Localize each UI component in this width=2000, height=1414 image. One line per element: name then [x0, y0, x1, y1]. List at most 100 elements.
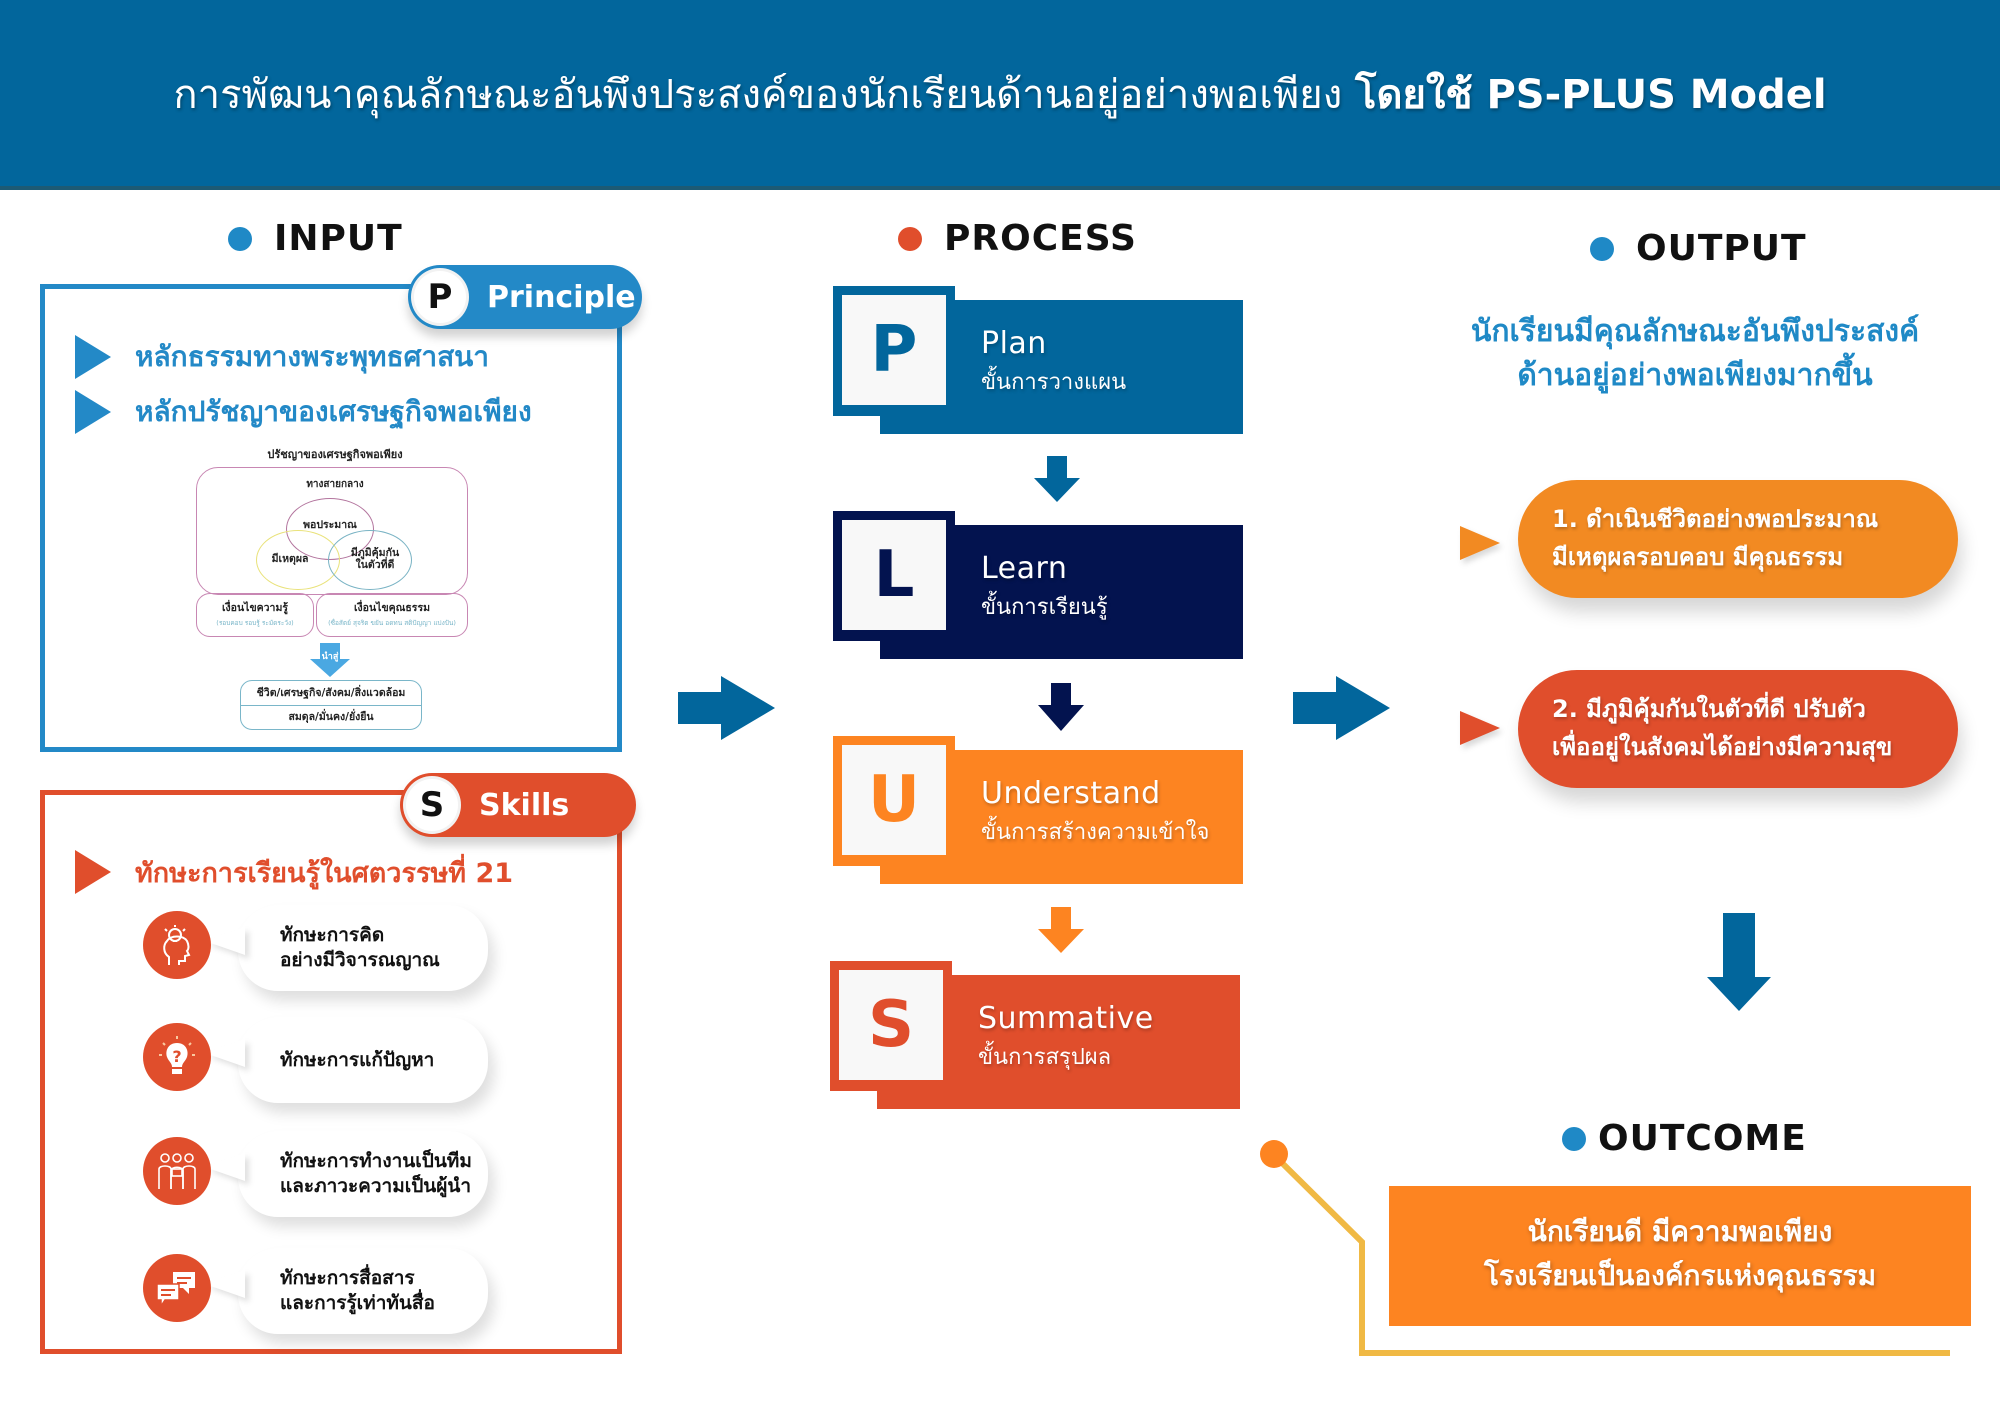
step-name: Understand [981, 776, 1161, 811]
down-arrow-icon [1038, 907, 1084, 953]
skills-headline: ทักษะการเรียนรู้ในศตวรรษที่ 21 [75, 850, 513, 894]
skills-badge-letter: S [403, 776, 461, 834]
process-to-output-arrow-icon [1293, 676, 1390, 740]
result-line1: 2. มีภูมิคุ้มกันในตัวที่ดี ปรับตัว [1552, 695, 1866, 723]
middle-path-frame [196, 467, 468, 595]
down-arrow-icon [1038, 683, 1084, 731]
principle-box [40, 284, 622, 752]
diagram-result-box: ชีวิต/เศรษฐกิจ/สังคม/สิ่งแวดล้อม สมดุล/ม… [240, 680, 422, 730]
skill-label: ทักษะการสื่อสาร และการรู้เท่าทันสื่อ [280, 1248, 435, 1334]
output-result-pointer-icon [1460, 711, 1500, 745]
bullet-dot-icon [898, 226, 922, 251]
condition-title: เงื่อนไขความรู้ [221, 602, 289, 614]
team-icon [143, 1137, 211, 1205]
principle-item-label: หลักปรัชญาของเศรษฐกิจพอเพียง [135, 395, 532, 428]
step-name: Plan [981, 326, 1047, 361]
process-heading: PROCESS [898, 218, 1137, 259]
outcome-line2: โรงเรียนเป็นองค์กรแห่งคุณธรรม [1483, 1259, 1877, 1292]
principle-item-label: หลักธรรมทางพระพุทธศาสนา [135, 340, 490, 373]
bullet-dot-icon [1590, 236, 1614, 261]
skills-headline-label: ทักษะการเรียนรู้ในศตวรรษที่ 21 [135, 857, 514, 889]
result-line1: 1. ดำเนินชีวิตอย่างพอประมาณ [1552, 505, 1879, 533]
process-step-learn: L Learn ขั้นการเรียนรู้ [833, 511, 1243, 661]
skill-label: ทักษะการแก้ปัญหา [280, 1017, 434, 1103]
skill-item: ? ทักษะการแก้ปัญหา [143, 1017, 503, 1103]
output-result-1: 1. ดำเนินชีวิตอย่างพอประมาณ มีเหตุผลรอบค… [1518, 480, 1958, 598]
triangle-bullet-icon [75, 335, 111, 379]
process-step-plan: P Plan ขั้นการวางแผน [833, 286, 1243, 436]
output-heading-label: OUTPUT [1636, 228, 1807, 269]
skills-badge-label: Skills [479, 787, 570, 823]
condition-title: เงื่อนไขคุณธรรม [353, 602, 431, 614]
skill-label-line1: ทักษะการคิด [280, 924, 385, 946]
bubble-pointer [205, 1153, 245, 1181]
triangle-bullet-icon [75, 850, 111, 894]
output-result-2: 2. มีภูมิคุ้มกันในตัวที่ดี ปรับตัว เพื่อ… [1518, 670, 1958, 788]
page-title-thai: การพัฒนาคุณลักษณะอันพึงประสงค์ของนักเรีย… [173, 72, 1343, 118]
page-title: การพัฒนาคุณลักษณะอันพึงประสงค์ของนักเรีย… [0, 62, 2000, 126]
step-thai: ขั้นการวางแผน [981, 370, 1127, 395]
output-description: นักเรียนมีคุณลักษณะอันพึงประสงค์ ด้านอยู… [1410, 310, 1980, 398]
chat-bubbles-icon [143, 1254, 211, 1322]
skill-bubble [238, 1248, 488, 1334]
principle-item: หลักปรัชญาของเศรษฐกิจพอเพียง [75, 390, 532, 434]
leads-to-label: นำสู่ [321, 652, 339, 662]
skill-label: ทักษะการทำงานเป็นทีม และภาวะความเป็นผู้น… [280, 1131, 472, 1217]
step-name: Summative [978, 1001, 1154, 1036]
principle-badge-label: Principle [487, 279, 636, 315]
condition-detail: (ซื่อสัตย์ สุจริต ขยัน อดทน สติปัญญา แบ่… [328, 619, 456, 627]
step-thai: ขั้นการเรียนรู้ [981, 595, 1108, 620]
sufficiency-economy-diagram: ปรัชญาของเศรษฐกิจพอเพียง ทางสายกลาง พอปร… [190, 445, 480, 740]
outcome-connector-line [1260, 1140, 1950, 1356]
bubble-pointer [205, 1039, 245, 1067]
skill-label-line1: ทักษะการแก้ปัญหา [280, 1048, 435, 1071]
input-heading-label: INPUT [274, 218, 403, 259]
skill-bubble [238, 1017, 488, 1103]
virtue-condition: เงื่อนไขคุณธรรม (ซื่อสัตย์ สุจริต ขยัน อ… [316, 593, 468, 637]
immunity-label-line2: ในตัวที่ดี [355, 559, 395, 571]
bullet-dot-icon [1562, 1126, 1586, 1151]
skill-label-line2: และการรู้เท่าทันสื่อ [280, 1292, 435, 1314]
output-to-outcome-arrow-icon [1707, 913, 1771, 1011]
idea-head-icon [143, 911, 211, 979]
bubble-pointer [205, 1270, 245, 1298]
leads-to-arrow-icon [310, 643, 350, 677]
outcome-heading: OUTCOME [1562, 1118, 1807, 1159]
skill-bubble [238, 1131, 488, 1217]
result-line2: มีเหตุผลรอบคอบ มีคุณธรรม [1552, 543, 1844, 571]
outcome-box: นักเรียนดี มีความพอเพียง โรงเรียนเป็นองค… [1389, 1186, 1971, 1326]
question-bulb-icon: ? [143, 1023, 211, 1091]
step-name: Learn [981, 551, 1068, 586]
outcome-line1: นักเรียนดี มีความพอเพียง [1527, 1215, 1833, 1248]
result-line2: เพื่ออยู่ในสังคมได้อย่างมีความสุข [1552, 733, 1893, 761]
skills-box [40, 790, 622, 1354]
down-arrow-icon [1034, 456, 1080, 502]
skills-badge: S Skills [400, 773, 636, 837]
condition-detail: (รอบคอบ รอบรู้ ระมัดระวัง) [216, 619, 294, 627]
output-heading: OUTPUT [1590, 228, 1807, 269]
step-thai: ขั้นการสรุปผล [978, 1045, 1112, 1070]
skill-label-line1: ทักษะการสื่อสาร [280, 1267, 415, 1289]
skill-item: ทักษะการทำงานเป็นทีม และภาวะความเป็นผู้น… [143, 1131, 503, 1217]
skill-bubble [238, 905, 488, 991]
triangle-bullet-icon [75, 390, 111, 434]
immunity-circle [328, 530, 412, 590]
diagram-title: ปรัชญาของเศรษฐกิจพอเพียง [267, 448, 403, 461]
knowledge-condition: เงื่อนไขความรู้ (รอบคอบ รอบรู้ ระมัดระวั… [196, 593, 314, 637]
skill-label-line2: และภาวะความเป็นผู้นำ [280, 1175, 472, 1197]
result-line1: ชีวิต/เศรษฐกิจ/สังคม/สิ่งแวดล้อม [241, 681, 421, 706]
process-step-understand: U Understand ขั้นการสร้างความเข้าใจ [833, 736, 1243, 886]
principle-badge: P Principle [408, 265, 642, 329]
step-letter: P [842, 295, 946, 405]
moderation-label: พอประมาณ [303, 519, 357, 531]
skill-label: ทักษะการคิด อย่างมีวิจารณญาณ [280, 905, 440, 991]
step-letter: S [839, 970, 943, 1080]
process-step-summative: S Summative ขั้นการสรุปผล [830, 961, 1240, 1111]
bubble-pointer [205, 927, 245, 955]
principle-badge-letter: P [411, 268, 469, 326]
immunity-label: มีภูมิคุ้มกัน ในตัวที่ดี [340, 547, 410, 571]
output-result-pointer-icon [1460, 526, 1500, 560]
step-letter: U [842, 745, 946, 855]
step-thai: ขั้นการสร้างความเข้าใจ [981, 820, 1210, 845]
outcome-heading-label: OUTCOME [1598, 1118, 1807, 1159]
